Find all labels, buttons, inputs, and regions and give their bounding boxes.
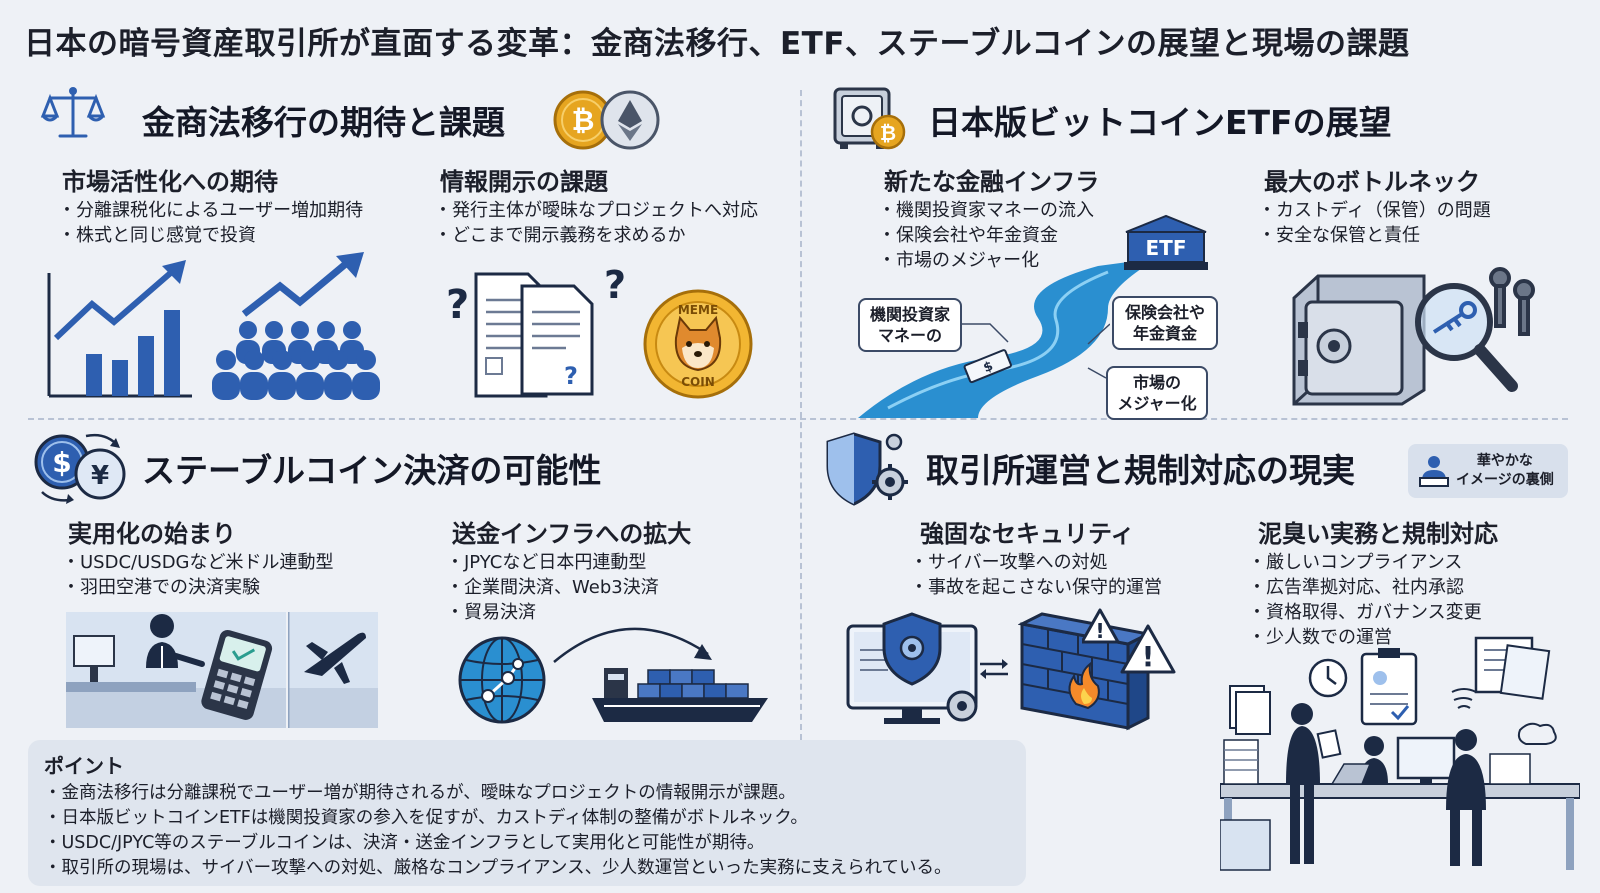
q2-right-bullets: カストディ（保管）の問題 安全な保管と責任 [1258,198,1491,248]
list-item: JPYCなど日本円連動型 [446,550,659,575]
ethereum-coin-icon [600,90,660,150]
q1-title: 金商法移行の期待と課題 [142,103,505,142]
etf-building-icon: ETF [1124,214,1208,270]
svg-text:?: ? [446,282,469,328]
list-item: 取引所の現場は、サイバー攻撃への対処、厳格なコンプライアンス、少人数運営といった… [44,856,1010,881]
river-label-institutional: 機関投資家 マネーの [858,298,962,352]
list-item: 事故を起こさない保守的運営 [910,575,1162,600]
q3-left-bullets: USDC/USDGなど米ドル連動型 羽田空港での決済実験 [62,550,334,600]
list-item: 金商法移行は分離課税でユーザー増が期待されるが、曖昧なプロジェクトの情報開示が課… [44,781,1010,806]
list-item: 日本版ビットコインETFは機関投資家の参入を促すが、カストディ体制の整備がボトル… [44,806,1010,831]
firewall-icon [1018,612,1153,731]
q4-left-bullets: サイバー攻撃への対処 事故を起こさない保守的運営 [910,550,1162,600]
list-item: 保険会社や年金資金 [878,223,1094,248]
list-item: 貿易決済 [446,600,659,625]
currency-exchange-icon: $ ¥ [34,433,126,504]
q2-right-heading: 最大のボトルネック [1264,168,1480,196]
q4-title: 取引所運営と規制対応の現実 [926,451,1355,490]
meme-coin-top: MEME [678,303,718,317]
q2-left-bullets: 機関投資家マネーの流入 保険会社や年金資金 市場のメジャー化 [878,198,1094,273]
globe-network-icon [458,636,546,724]
list-item: 株式と同じ感覚で投資 [58,223,363,248]
cargo-ship-icon [592,668,768,722]
q3-right-bullets: JPYCなど日本円連動型 企業間決済、Web3決済 貿易決済 [446,550,659,625]
airplane-icon [288,612,378,728]
q1-right-bullets: 発行主体が曖昧なプロジェクトへ対応 どこまで開示義務を求めるか [434,198,758,248]
q3-left-heading: 実用化の始まり [68,520,236,548]
point-summary: ポイント 金商法移行は分離課税でユーザー増が期待されるが、曖昧なプロジェクトの情… [28,740,1026,886]
list-item: 資格取得、ガバナンス変更 [1248,600,1482,625]
list-item: 厳しいコンプライアンス [1248,550,1482,575]
list-item: USDC/JPYC等のステーブルコインは、決済・送金インフラとして実用化と可能性… [44,831,1010,856]
money-river-icon: $ [858,258,1158,418]
safe-bitcoin-icon: ₿ [833,87,906,150]
river-label-major-line: 市場の メジャー化 [1117,373,1197,413]
q4-left-heading: 強固なセキュリティ [920,520,1135,548]
q1-left-heading: 市場活性化への期待 [62,168,278,196]
etf-label: ETF [1146,236,1187,260]
office-workers-icon [1220,636,1580,871]
list-item: 市場のメジャー化 [878,248,1094,273]
svg-text:!: ! [1095,619,1104,643]
q3-title: ステーブルコイン決済の可能性 [142,451,602,490]
svg-text:¥: ¥ [91,461,109,491]
list-item: 羽田空港での決済実験 [62,575,334,600]
list-item: 広告準拠対応、社内承認 [1248,575,1482,600]
page-title: 日本の暗号資産取引所が直面する変革：金商法移行、ETF、ステーブルコインの展望と… [24,26,1410,62]
point-list: 金商法移行は分離課税でユーザー増が期待されるが、曖昧なプロジェクトの情報開示が課… [44,781,1010,881]
svg-text:$: $ [52,446,71,479]
list-item: 企業間決済、Web3決済 [446,575,659,600]
documents-question-icon: ? ? ? [446,268,626,398]
list-item: 分離課税化によるユーザー増加期待 [58,198,363,223]
list-item: カストディ（保管）の問題 [1258,198,1491,223]
warning-icon: ! ! [1082,608,1176,674]
label-connector-lines [962,323,1110,379]
exchange-arrows-icon [980,659,1008,679]
list-item: 機関投資家マネーの流入 [878,198,1094,223]
svg-text:₿: ₿ [880,121,896,145]
river-label-insurance: 保険会社や 年金資金 [1112,296,1218,350]
svg-text:?: ? [564,362,578,390]
list-item: サイバー攻撃への対処 [910,550,1162,575]
list-item: 少人数での運営 [1248,625,1482,650]
q3-right-heading: 送金インフラへの拡大 [452,520,692,548]
list-item: 安全な保管と責任 [1258,223,1491,248]
q1-left-bullets: 分離課税化によるユーザー増加期待 株式と同じ感覚で投資 [58,198,363,248]
q2-title: 日本版ビットコインETFの展望 [928,103,1392,142]
backstage-badge-text: 華やかな イメージの裏側 [1456,453,1554,488]
river-label-institutional-line: 機関投資家 マネーの [869,305,950,345]
q4-right-heading: 泥臭い実務と規制対応 [1258,520,1498,548]
q1-right-heading: 情報開示の課題 [440,168,608,196]
list-item: 発行主体が曖昧なプロジェクトへ対応 [434,198,758,223]
bar-chart-icon [47,260,192,398]
meme-coin-icon: MEME COIN [643,289,753,399]
river-label-major: 市場の メジャー化 [1106,366,1208,420]
meme-coin-bottom: COIN [681,375,715,389]
svg-text:?: ? [604,268,626,307]
monitor-shield-icon [846,612,978,724]
horizontal-divider [28,418,1568,420]
q2-left-heading: 新たな金融インフラ [884,168,1100,196]
svg-text:₿: ₿ [572,104,595,137]
shield-gear-icon [826,432,908,506]
payment-terminal-icon [201,630,273,720]
person-desk-icon [1419,456,1449,487]
point-title: ポイント [44,754,124,778]
backstage-badge: 華やかな イメージの裏側 [1408,444,1568,498]
vertical-divider [800,90,802,740]
crowd-growth-icon [212,252,380,400]
river-label-insurance-line: 保険会社や 年金資金 [1124,303,1205,343]
q4-right-bullets: 厳しいコンプライアンス 広告準拠対応、社内承認 資格取得、ガバナンス変更 少人数… [1248,550,1482,650]
svg-text:!: ! [1142,640,1155,673]
vault-magnifier-icon [1292,267,1535,406]
scales-icon [40,87,106,138]
list-item: USDC/USDGなど米ドル連動型 [62,550,334,575]
list-item: どこまで開示義務を求めるか [434,223,758,248]
transfer-arrow-icon [553,627,712,663]
